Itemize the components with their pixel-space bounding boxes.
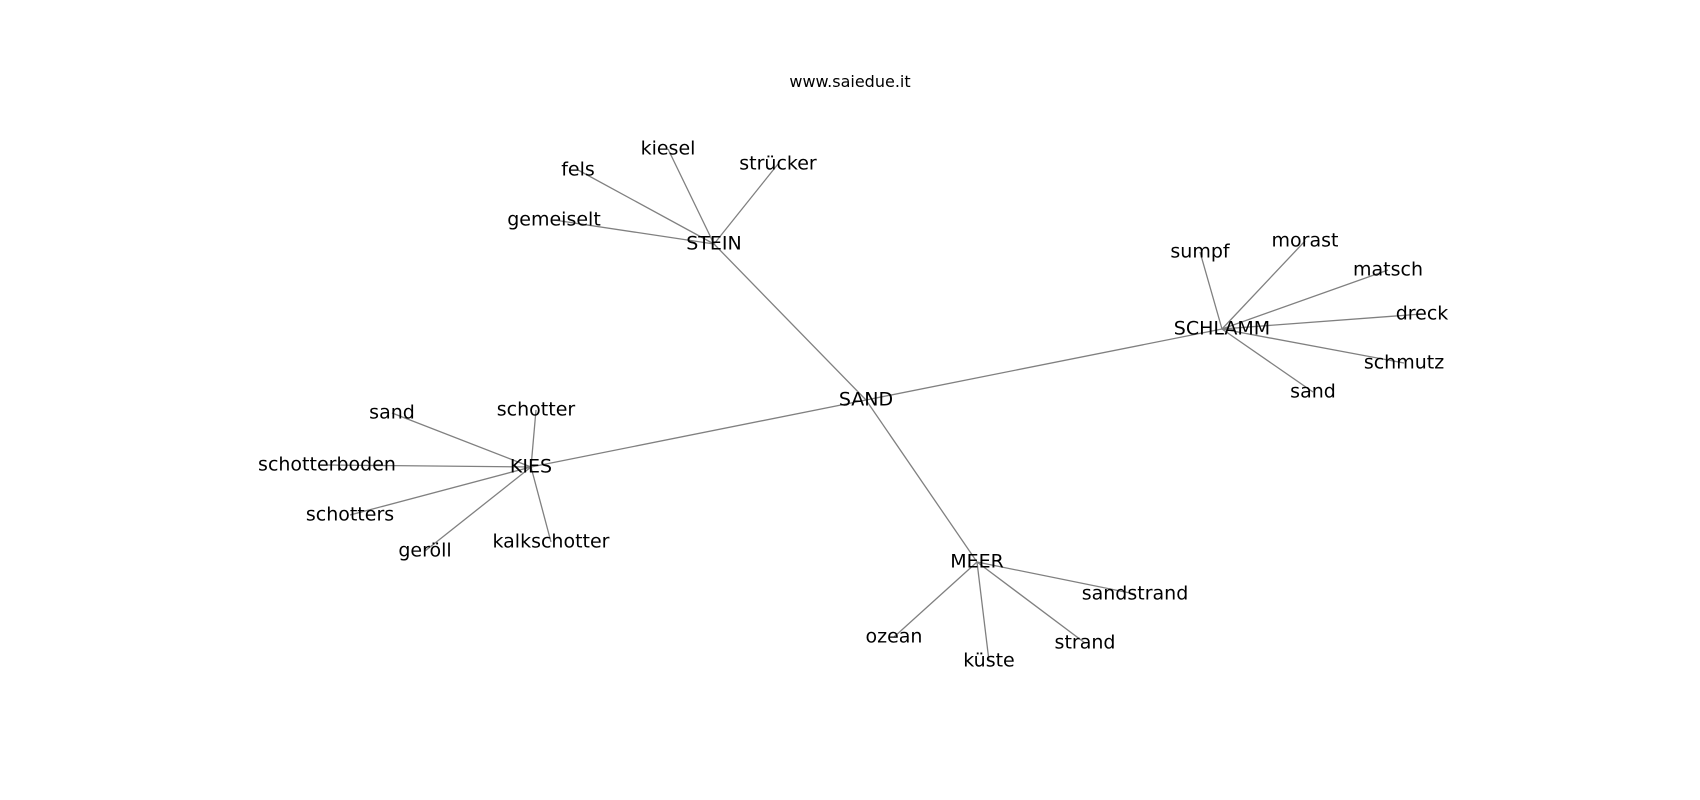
edge-kies-4 [424,466,532,552]
edge-meer-1 [976,561,990,662]
edge-schlamm-1 [1221,240,1306,330]
edge-schlamm-2 [1221,269,1389,330]
node-leaf: morast [1272,230,1339,252]
edge-meer-0 [893,561,978,638]
edge-kies-5 [530,466,552,543]
edge-center-schlamm [865,328,1223,401]
node-leaf: fels [561,159,595,181]
node-leaf: schotters [306,504,394,526]
edge-schlamm-4 [1221,328,1405,364]
edge-meer-3 [976,561,1136,595]
node-leaf: kalkschotter [492,531,609,553]
node-center: SAND [839,389,893,411]
node-leaf: küste [963,650,1015,672]
node-leaf: dreck [1396,303,1449,325]
edge-layer [326,148,1423,662]
edge-schlamm-3 [1221,313,1423,330]
node-hub-kies: KIES [510,456,552,478]
label-layer: SAND STEIN gemeiselt fels kiesel strückerSCHL… [258,138,1448,672]
node-leaf: strücker [739,153,817,175]
edge-stein-1 [577,169,715,245]
node-leaf: sumpf [1170,241,1231,263]
edge-stein-0 [553,219,715,245]
node-leaf: sand [369,402,415,424]
edge-kies-3 [349,466,532,516]
edge-center-kies [530,399,867,468]
edge-schlamm-0 [1199,251,1223,330]
node-leaf: matsch [1353,259,1423,281]
node-leaf: sand [1290,381,1336,403]
node-hub-schlamm: SCHLAMM [1174,318,1270,340]
edge-schlamm-5 [1221,328,1314,393]
node-hub-meer: MEER [950,551,1004,573]
node-leaf: schmutz [1364,352,1444,374]
node-leaf: kiesel [641,138,696,160]
node-leaf: geröll [398,540,451,562]
edge-kies-1 [530,409,537,468]
edge-center-stein [713,243,867,401]
node-hub-stein: STEIN [686,233,742,255]
node-leaf: sandstrand [1082,583,1189,605]
node-leaf: schotterboden [258,454,396,476]
node-leaf: schotter [497,399,576,421]
node-leaf: ozean [866,626,923,648]
edge-kies-0 [391,412,532,468]
edge-kies-2 [326,464,532,468]
edge-center-meer [865,399,978,563]
node-leaf: strand [1055,632,1116,654]
edge-stein-2 [667,148,715,245]
edge-stein-3 [713,163,779,245]
watermark: www.saiedue.it [789,72,911,91]
edge-meer-2 [976,561,1086,644]
node-leaf: gemeiselt [507,209,601,231]
